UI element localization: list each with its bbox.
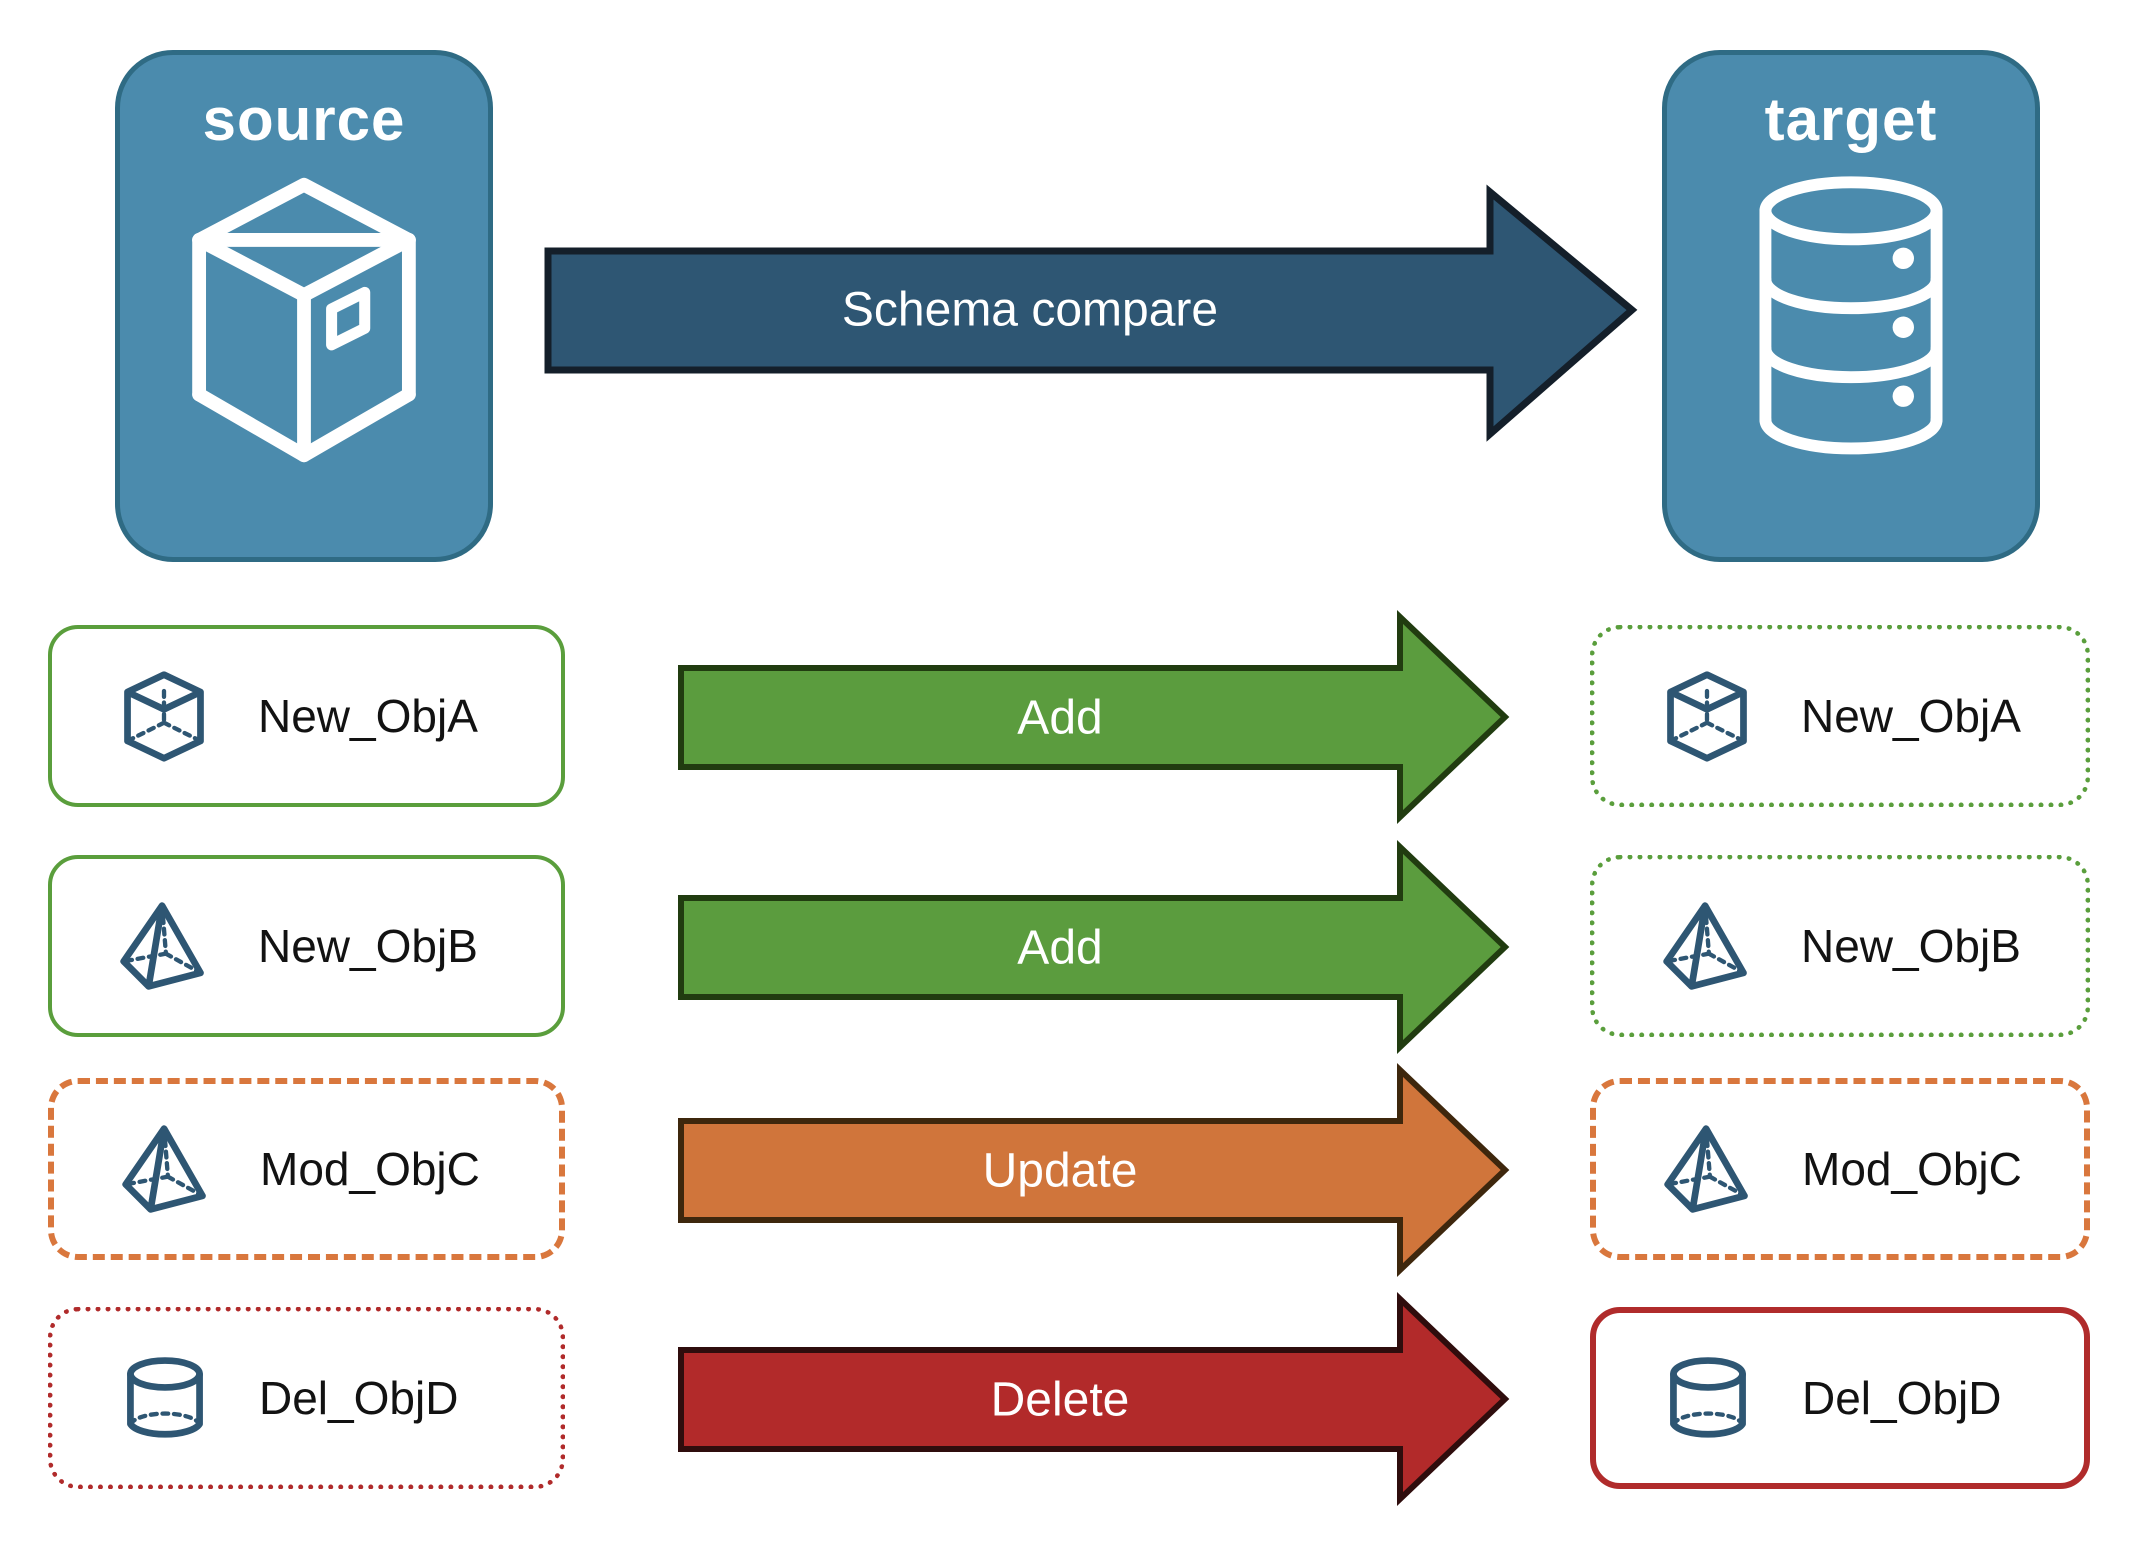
update-arrow-label: Update [983,1145,1138,1198]
delete-arrow-label: Delete [991,1374,1130,1427]
target-label: target [1764,86,1938,153]
source-node: source [115,50,493,562]
delete-arrow: Delete [678,1292,1510,1506]
database-icon [1759,176,1943,455]
pyramid-icon [1663,902,1747,990]
target-node: target [1662,50,2040,562]
cube-icon [124,671,204,762]
diff-row-new-obja: New_ObjA Add New_ObjA [0,610,2150,824]
object-label: New_ObjB [258,920,478,972]
update-arrow: Update [678,1063,1510,1277]
target-object-card: New_ObjA [1590,625,2090,807]
diff-row-del-objd: Del_ObjD Delete Del_ObjD [0,1292,2150,1506]
diff-row-new-objb: New_ObjB Add New_ObjB [0,840,2150,1054]
add-arrow-shape [678,840,1510,1054]
add-arrow-label: Add [1017,922,1102,975]
object-label: Mod_ObjC [1802,1143,2022,1195]
update-arrow-shape [678,1063,1510,1277]
pyramid-icon [120,902,204,990]
delete-arrow-shape [678,1292,1510,1506]
schema-compare-arrow: Schema compare [544,184,1638,442]
cylinder-icon [1670,1357,1746,1438]
object-label: New_ObjB [1801,920,2021,972]
schema-compare-arrow-shape [544,184,1638,442]
add-arrow-shape [678,610,1510,824]
cylinder-icon [127,1357,203,1438]
add-arrow: Add [678,840,1510,1054]
target-object-card: New_ObjB [1590,855,2090,1037]
object-label: New_ObjA [1801,690,2021,742]
object-label: Del_ObjD [1802,1372,2002,1424]
add-arrow: Add [678,610,1510,824]
pyramid-icon [122,1125,206,1213]
object-label: Mod_ObjC [260,1143,480,1195]
source-object-card: Del_ObjD [48,1307,565,1489]
object-label: Del_ObjD [259,1372,459,1424]
source-object-card: New_ObjB [48,855,565,1037]
pyramid-icon [1664,1125,1748,1213]
object-label: New_ObjA [258,690,478,742]
source-label: source [202,86,406,153]
source-object-card: New_ObjA [48,625,565,807]
cube-icon [1667,671,1747,762]
schema-compare-arrow-label: Schema compare [842,284,1218,337]
target-object-card: Del_ObjD [1590,1307,2090,1489]
add-arrow-label: Add [1017,692,1102,745]
source-object-card: Mod_ObjC [48,1078,565,1260]
package-icon [192,177,416,463]
target-object-card: Mod_ObjC [1590,1078,2090,1260]
diff-row-mod-objc: Mod_ObjC Update Mod_ObjC [0,1063,2150,1277]
